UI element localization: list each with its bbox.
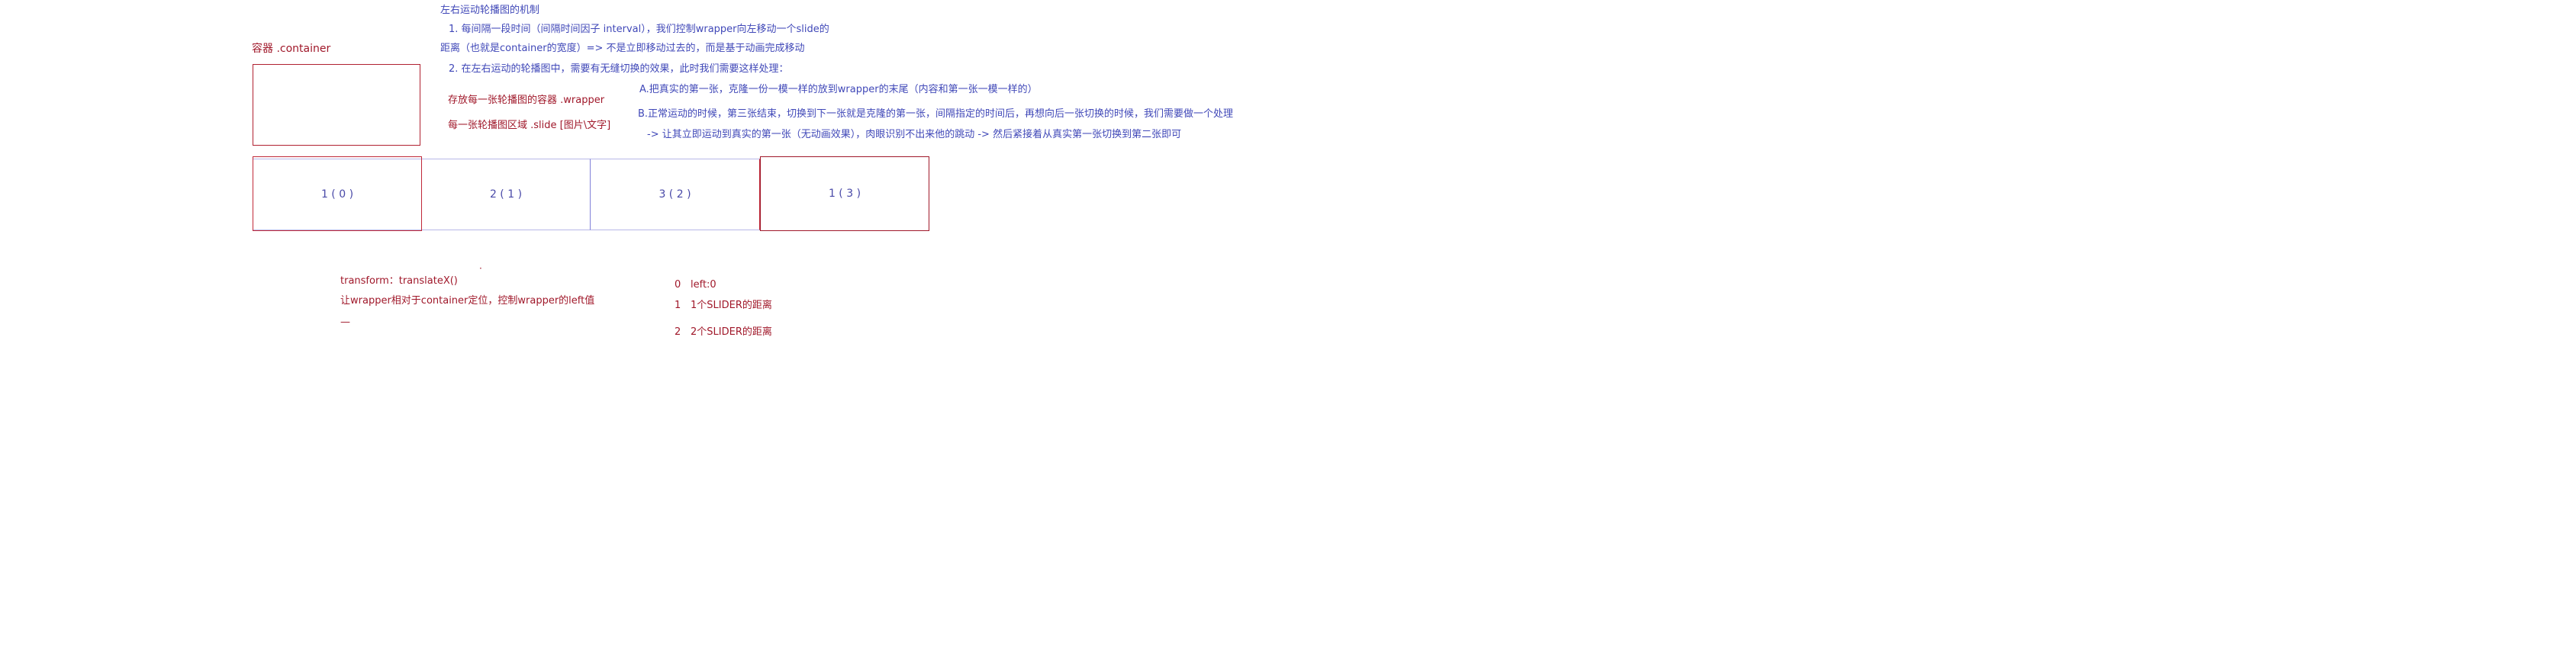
container-overlay <box>253 156 422 231</box>
note-step1-line2: 距离（也就是container的宽度）=> 不是立即移动过去的，而是基于动画完成… <box>440 43 805 54</box>
position-1-desc: 1个SLIDER的距离 <box>691 300 772 311</box>
slide-3-label: 3 ( 2 ) <box>658 188 691 201</box>
container-label: 容器 .container <box>252 43 331 55</box>
notes-title: 左右运动轮播图的机制 <box>440 5 540 16</box>
slide-3: 3 ( 2 ) <box>591 159 760 230</box>
slide-2-label: 2 ( 1 ) <box>489 188 523 201</box>
position-0-index: 0 <box>675 279 681 291</box>
transform-dash: — <box>340 316 350 328</box>
position-0-desc: left:0 <box>691 279 716 291</box>
position-2-index: 2 <box>675 326 681 338</box>
note-step2-b-line2: -> 让其立即运动到真实的第一张（无动画效果），肉眼识别不出来他的跳动 -> 然… <box>647 129 1182 140</box>
dot-mark: · <box>479 263 482 274</box>
transform-line1: transform：translateX() <box>340 275 458 287</box>
slide-label: 每一张轮播图区域 .slide [图片\文字] <box>448 120 611 131</box>
slide-1-label: 1 ( 0 ) <box>320 188 354 201</box>
container-box <box>253 64 420 146</box>
slide-2: 2 ( 1 ) <box>422 159 591 230</box>
slide-4-label: 1 ( 3 ) <box>828 188 861 200</box>
transform-line2: 让wrapper相对于container定位，控制wrapper的left值 <box>340 295 595 307</box>
position-2-desc: 2个SLIDER的距离 <box>691 326 772 338</box>
note-step2-b-line1: B.正常运动的时候，第三张结束，切换到下一张就是克隆的第一张，间隔指定的时间后，… <box>638 108 1234 120</box>
note-step1-line1: 1. 每间隔一段时间（间隔时间因子 interval），我们控制wrapper向… <box>449 24 829 35</box>
slide-4-clone: 1 ( 3 ) <box>760 156 929 231</box>
note-step2-a: A.把真实的第一张，克隆一份一模一样的放到wrapper的末尾（内容和第一张一模… <box>639 84 1038 95</box>
wrapper-label: 存放每一张轮播图的容器 .wrapper <box>448 95 605 106</box>
position-1-index: 1 <box>675 300 681 311</box>
note-step2: 2. 在左右运动的轮播图中，需要有无缝切换的效果，此时我们需要这样处理： <box>449 63 789 75</box>
wrapper-strip: 1 ( 0 ) 2 ( 1 ) 3 ( 2 ) 1 ( 3 ) <box>253 156 929 231</box>
